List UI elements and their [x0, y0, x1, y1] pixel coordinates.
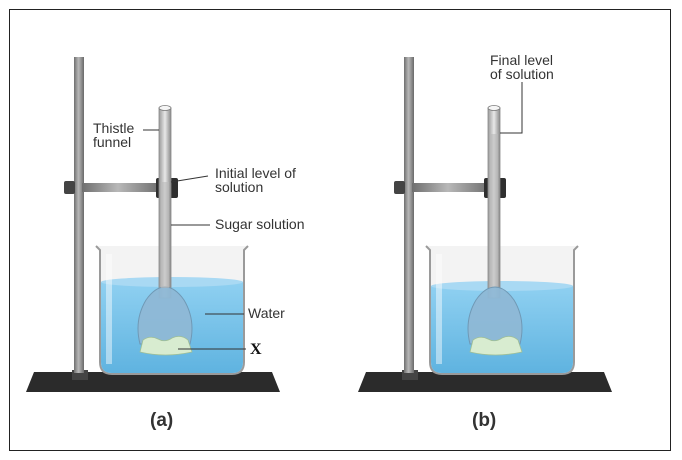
figure-frame	[9, 9, 671, 451]
funnel-bulb-b	[467, 286, 523, 345]
tube-opening	[158, 105, 172, 111]
tube-opening-b	[487, 105, 501, 111]
caption-b: (b)	[472, 410, 497, 431]
clamp-knob-b	[394, 181, 405, 194]
label-initial-level-2: solution	[215, 179, 264, 195]
membrane-b	[469, 336, 523, 356]
stand-rod-b	[404, 57, 414, 373]
label-final-level-1: Final level	[490, 52, 554, 68]
stand-base	[26, 372, 280, 392]
stand-foot-b	[402, 370, 418, 380]
caption-a: (a)	[150, 410, 174, 431]
membrane	[139, 336, 193, 356]
label-thistle-funnel-1: Thistle	[93, 120, 135, 136]
stand-rod	[74, 57, 84, 373]
leader-initial-level	[170, 175, 209, 183]
water-surface-b	[431, 281, 573, 291]
panel-a	[26, 57, 280, 392]
label-initial-level-1: Initial level of	[215, 165, 296, 181]
solution-in-tube-a	[161, 182, 169, 288]
clamp-knob	[64, 181, 75, 194]
label-x: X	[250, 341, 262, 358]
label-thistle-funnel-2: funnel	[93, 134, 132, 150]
label-final-level-2: of solution	[490, 66, 554, 82]
beaker-highlight	[106, 254, 112, 364]
label-water: Water	[248, 305, 285, 321]
leader-final-level	[500, 82, 523, 134]
label-sugar-solution: Sugar solution	[215, 216, 305, 232]
clamp-arm	[82, 183, 162, 192]
solution-in-tube-b	[490, 134, 498, 288]
water-surface	[101, 277, 243, 287]
stand-foot	[72, 370, 88, 380]
clamp-arm-b	[412, 183, 492, 192]
panel-b	[358, 57, 612, 392]
beaker-highlight-b	[436, 254, 442, 364]
stand-base-b	[358, 372, 612, 392]
